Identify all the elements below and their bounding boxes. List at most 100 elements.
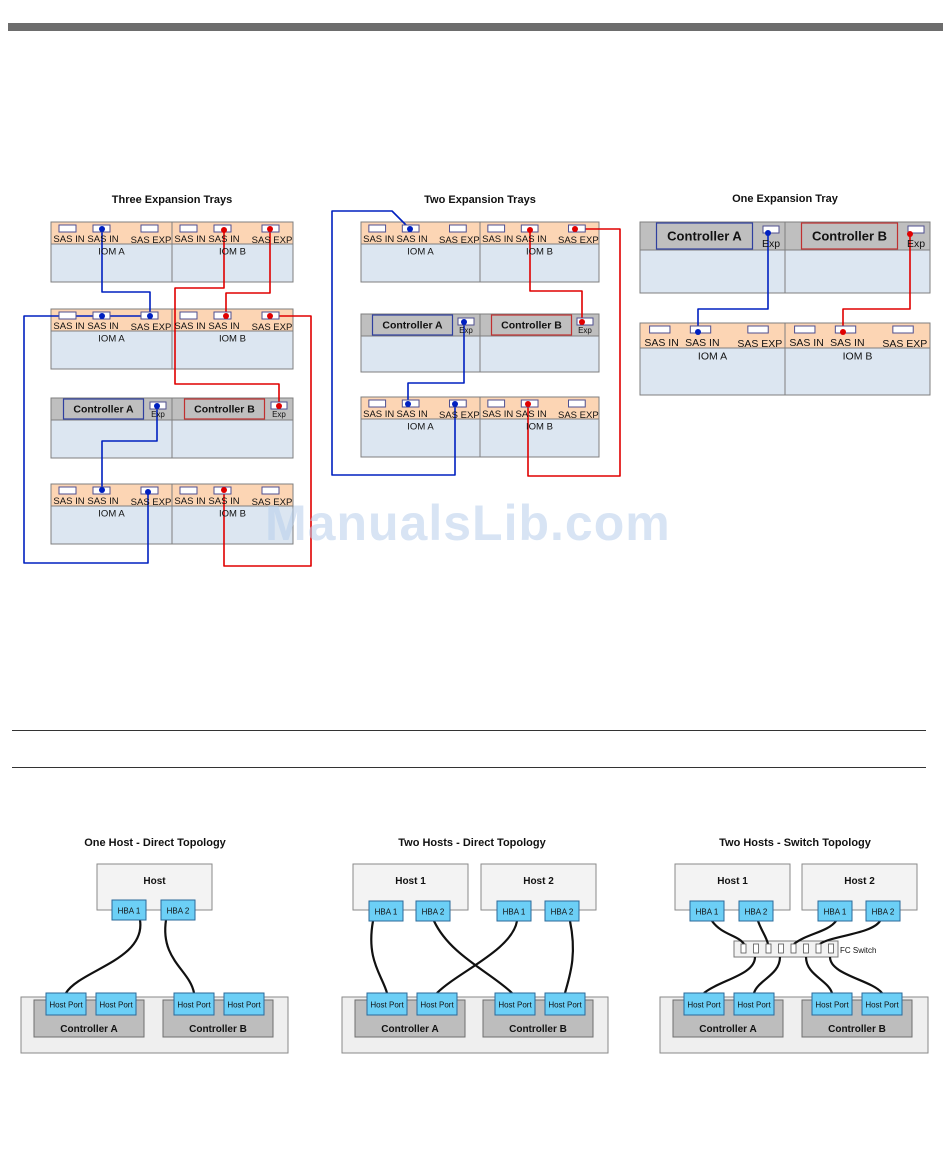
blue-cable: [407, 322, 465, 404]
controller-b-label: Controller B: [194, 404, 255, 416]
cable-connector-dot: [695, 329, 701, 335]
cable-connector-dot: [267, 226, 273, 232]
sas-in-label: SAS IN: [87, 496, 118, 507]
sas-port: [261, 486, 280, 495]
fc-cable: [804, 956, 834, 994]
controller-label: Controller B: [828, 1024, 886, 1035]
hba-port: [865, 900, 901, 922]
sas-in-label: SAS IN: [644, 337, 678, 349]
hba-label: HBA 2: [872, 908, 895, 917]
sas-port: [568, 399, 586, 408]
sas-port: [368, 224, 387, 233]
controller-b-label: Controller B: [501, 320, 562, 332]
fc-cable: [433, 920, 513, 994]
red-cable: [842, 234, 911, 332]
iom-a-label: IOM A: [407, 422, 434, 433]
controller-b-label: Controller B: [812, 228, 887, 243]
hba-port: [544, 900, 580, 922]
sas-in-label: SAS IN: [363, 409, 394, 420]
sas-exp-label: SAS EXP: [439, 410, 480, 421]
cable-connector-dot: [221, 487, 227, 493]
controller-a-box: [655, 222, 754, 250]
controller-label: Controller A: [381, 1024, 438, 1035]
two-hosts-switch-title: Two Hosts - Switch Topology: [719, 837, 872, 849]
host-port-label: Host Port: [370, 1001, 404, 1010]
hba-label: HBA 1: [375, 908, 398, 917]
sas-in-label: SAS IN: [53, 496, 84, 507]
sas-port: [747, 325, 769, 334]
sas-port: [907, 225, 925, 234]
iom-a-label: IOM A: [698, 351, 727, 363]
switch-port: [778, 943, 784, 954]
blue-cable: [331, 210, 456, 476]
watermark: ManualsLib.com: [265, 495, 671, 551]
host-label: Host 1: [395, 876, 426, 887]
sas-exp-label: SAS EXP: [882, 338, 927, 350]
cable-connector-dot: [527, 227, 533, 233]
fc-cable: [828, 956, 883, 994]
controller-a-label: Controller A: [382, 320, 443, 332]
sas-in-label: SAS IN: [516, 234, 547, 245]
sas-exp-label: SAS EXP: [131, 497, 172, 508]
fc-cable: [756, 920, 770, 945]
controller-b-box: [490, 314, 573, 336]
controller-b-box: [183, 398, 266, 420]
hba-port: [415, 900, 451, 922]
cable-connector-dot: [579, 319, 585, 325]
switch-port: [790, 943, 797, 954]
sas-in-label: SAS IN: [830, 337, 864, 349]
iom-a-label: IOM A: [98, 334, 125, 345]
switch-port: [765, 943, 772, 954]
iom-b-label: IOM B: [843, 351, 873, 363]
blue-cable: [697, 233, 769, 332]
cable-connector-dot: [99, 313, 105, 319]
hba-port: [496, 900, 532, 922]
sas-in-label: SAS IN: [363, 234, 394, 245]
exp-port-label: Exp: [459, 326, 473, 335]
cable-connector-dot: [907, 231, 913, 237]
three-trays-title: Three Expansion Trays: [112, 194, 232, 206]
fc-cable: [711, 920, 745, 945]
host-label: Host: [143, 876, 166, 887]
cable-connector-dot: [99, 487, 105, 493]
sas-in-label: SAS IN: [482, 409, 513, 420]
fc-cable: [703, 956, 757, 994]
sas-exp-label: SAS EXP: [131, 235, 172, 246]
sas-port: [179, 311, 198, 320]
controller-label: Controller A: [60, 1024, 117, 1035]
cable-connector-dot: [147, 313, 153, 319]
host-port-label: Host Port: [99, 1001, 133, 1010]
host-port-label: Host Port: [548, 1001, 582, 1010]
host-port: [223, 992, 265, 1016]
exp-port-label: Exp: [762, 238, 780, 250]
red-cable: [225, 229, 271, 316]
host-port: [494, 992, 536, 1016]
host-label: Host 1: [717, 876, 748, 887]
hba-port: [689, 900, 725, 922]
exp-port-label: Exp: [151, 410, 165, 419]
host-port: [683, 992, 725, 1016]
fc-cable: [563, 920, 575, 994]
sas-port: [794, 325, 816, 334]
sas-port: [179, 486, 198, 495]
host-port-label: Host Port: [815, 1001, 849, 1010]
sas-in-label: SAS IN: [397, 234, 428, 245]
section-divider-bottom: [12, 767, 926, 768]
host-port: [861, 992, 903, 1016]
hba-port: [160, 899, 196, 921]
iom-b-label: IOM B: [526, 422, 553, 433]
host-port-label: Host Port: [49, 1001, 83, 1010]
iom-a-label: IOM A: [407, 247, 434, 258]
fc-cable: [793, 920, 837, 945]
switch-port: [815, 943, 822, 954]
sas-in-label: SAS IN: [174, 321, 205, 332]
blue-cable: [101, 406, 158, 490]
red-cable: [223, 315, 312, 567]
switch-port: [740, 943, 747, 954]
sas-exp-label: SAS EXP: [252, 497, 293, 508]
controller-a-label: Controller A: [667, 228, 742, 243]
host-port-label: Host Port: [737, 1001, 771, 1010]
switch-port: [803, 943, 809, 954]
cable-connector-dot: [461, 319, 467, 325]
